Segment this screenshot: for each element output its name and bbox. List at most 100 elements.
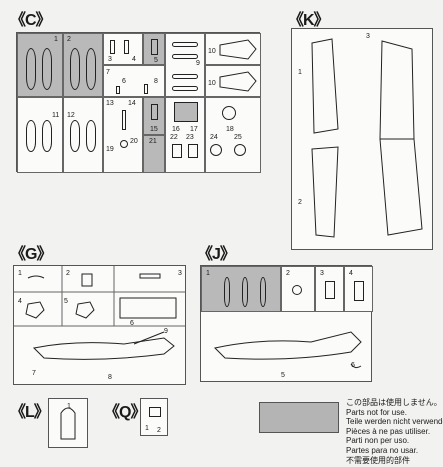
part-number: 17: [190, 126, 198, 133]
part-number: 9: [164, 328, 168, 335]
part-shape: [151, 104, 158, 120]
part-number: 1: [54, 36, 58, 43]
legend-line: Partes para no usar.: [346, 445, 419, 455]
wing-parts-drawing: [311, 38, 423, 238]
part-shape: [122, 110, 126, 130]
not-used-legend: この部品は使用しません。 Parts not for use. Teile we…: [346, 398, 443, 465]
part-number: 13: [106, 100, 114, 107]
part-shape: [42, 120, 52, 152]
sprue-q-panel: 1 2: [140, 398, 168, 436]
part-shape: [210, 144, 222, 156]
part-shape: [120, 140, 128, 148]
part-shape: [325, 281, 335, 299]
part-shape: [292, 285, 302, 295]
part-number: 20: [130, 138, 138, 145]
part-shape: [26, 120, 36, 152]
part-number: 3: [366, 33, 370, 40]
part-shape: [151, 39, 158, 55]
part-number: 25: [234, 134, 242, 141]
part-number: 10: [208, 80, 216, 87]
section-g-label: 《G》: [10, 246, 52, 263]
sprue-k-panel: 1 2 3: [291, 28, 433, 250]
sprue-c-cell-3: 3 4: [103, 33, 143, 65]
canopy-drawing: [60, 407, 76, 440]
part-number: 8: [108, 374, 112, 381]
part-number: 3: [108, 56, 112, 63]
part-number: 5: [64, 298, 68, 305]
part-number: 4: [349, 270, 353, 277]
part-shape: [234, 144, 246, 156]
sprue-j-cell-2: 2: [281, 266, 315, 312]
part-number: 24: [210, 134, 218, 141]
part-number: 5: [281, 372, 285, 379]
part-shape: [188, 144, 198, 158]
part-number: 2: [286, 270, 290, 277]
sprue-j-cell-3: 3: [315, 266, 344, 312]
sprue-g-panel: 1 2 3 4 5 6 7 8 9: [13, 265, 186, 385]
part-number: 1: [206, 270, 210, 277]
sprue-c-cell-15: 15: [143, 97, 165, 135]
section-j-label: 《J》: [197, 246, 236, 263]
part-number: 2: [67, 36, 71, 43]
sprue-c-cell-5: 5: [143, 33, 165, 65]
part-number: 1: [18, 270, 22, 277]
sprue-c-cell-9: 9: [165, 33, 205, 97]
part-number: 18: [226, 126, 234, 133]
fuselage-parts-drawing: [14, 266, 185, 360]
sprue-c-cell-1: 1: [17, 33, 63, 97]
tailplane-part-drawing: [219, 71, 257, 92]
part-shape: [86, 48, 96, 90]
part-number: 1: [298, 69, 302, 76]
section-c-label: 《C》: [10, 12, 52, 29]
part-number: 12: [67, 112, 75, 119]
part-shape: [70, 120, 80, 152]
section-l-label: 《L》: [10, 404, 50, 421]
legend-line: Pièces à ne pas utiliser.: [346, 426, 431, 436]
part-number: 8: [154, 78, 158, 85]
part-number: 14: [128, 100, 136, 107]
section-q-label: 《Q》: [104, 404, 146, 421]
part-number: 21: [149, 138, 157, 145]
legend-line: Parts not for use.: [346, 407, 407, 417]
part-shape: [70, 48, 80, 90]
sprue-c-cell-16: 16 17 22 23: [165, 97, 205, 173]
part-shape: [260, 277, 266, 307]
part-shape: [124, 40, 129, 54]
part-shape: [26, 48, 36, 90]
tailplane-part-drawing: [219, 39, 257, 60]
sprue-c-cell-10: 10: [205, 33, 261, 65]
part-number: 1: [145, 425, 149, 432]
legend-line: Parti non per uso.: [346, 436, 410, 446]
part-number: 10: [208, 48, 216, 55]
fuselage-half-drawing: [213, 331, 362, 369]
part-number: 6: [130, 320, 134, 327]
not-used-swatch: [259, 402, 339, 433]
part-number: 7: [106, 69, 110, 76]
part-number: 6: [122, 78, 126, 85]
sprue-c-cell-22: 21: [143, 135, 165, 173]
sprue-c-cell-18: 18 24 25: [205, 97, 261, 173]
sprue-c-cell-12: 12: [63, 97, 103, 173]
part-number: 6: [351, 362, 355, 369]
part-number: 1: [67, 403, 71, 410]
sprue-j-cell-1: 1: [201, 266, 281, 312]
sprue-c-cell-11: 11: [17, 97, 63, 173]
part-shape: [242, 277, 248, 307]
part-number: 22: [170, 134, 178, 141]
part-number: 19: [106, 146, 114, 153]
part-shape: [222, 106, 236, 120]
part-number: 2: [157, 427, 161, 434]
sprue-c-cell-6: 7 6 8: [103, 65, 165, 97]
part-shape: [172, 144, 182, 158]
part-shape: [172, 42, 198, 47]
part-shape: [172, 54, 198, 59]
part-number: 3: [178, 270, 182, 277]
legend-line: Teile werden nicht verwendet.: [346, 417, 443, 427]
legend-line: 不需要使用的部件: [346, 455, 410, 465]
part-number: 23: [186, 134, 194, 141]
sprue-j-panel: 1 2 3 4 5 6: [200, 265, 373, 382]
sprue-c-cell-2: 2: [63, 33, 103, 97]
part-number: 11: [52, 112, 60, 119]
part-shape: [172, 74, 198, 79]
part-number: 15: [150, 126, 158, 133]
